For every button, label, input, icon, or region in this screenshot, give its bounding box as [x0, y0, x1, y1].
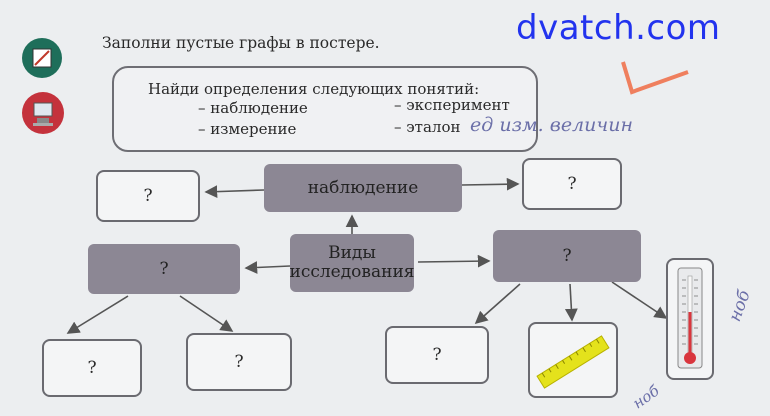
- instruction-text: Заполни пустые графы в постере.: [102, 34, 380, 52]
- empty-box-bottom-1: ?: [42, 339, 142, 397]
- empty-box-top-right: ?: [522, 158, 622, 210]
- empty-box-top-left: ?: [96, 170, 200, 222]
- definition-item: – наблюдение: [198, 99, 308, 117]
- watermark: dvatch.com: [516, 8, 721, 48]
- definitions-box: [112, 66, 538, 152]
- definition-item: – эксперимент: [394, 96, 510, 114]
- ruler-picture-box: [528, 322, 618, 398]
- ruler-icon: [536, 335, 610, 389]
- box-research-types: Виды исследования: [289, 234, 415, 292]
- definition-item: – эталон: [394, 118, 461, 136]
- box-left-type: ?: [88, 244, 240, 294]
- orange-mark-icon: [621, 61, 689, 95]
- empty-box-bottom-3: ?: [385, 326, 489, 384]
- box-observation: наблюдение: [264, 164, 462, 212]
- empty-box-bottom-2: ?: [186, 333, 292, 391]
- definitions-title: Найди определения следующих понятий:: [148, 80, 480, 98]
- computer-icon: [22, 92, 64, 134]
- box-right-type: ?: [493, 230, 641, 282]
- definition-item: – измерение: [198, 120, 297, 138]
- handwritten-note: ед изм. величин: [470, 114, 633, 136]
- thermometer-icon: [677, 267, 703, 369]
- thermometer-picture-box: [666, 258, 714, 380]
- pen-icon: [22, 38, 62, 78]
